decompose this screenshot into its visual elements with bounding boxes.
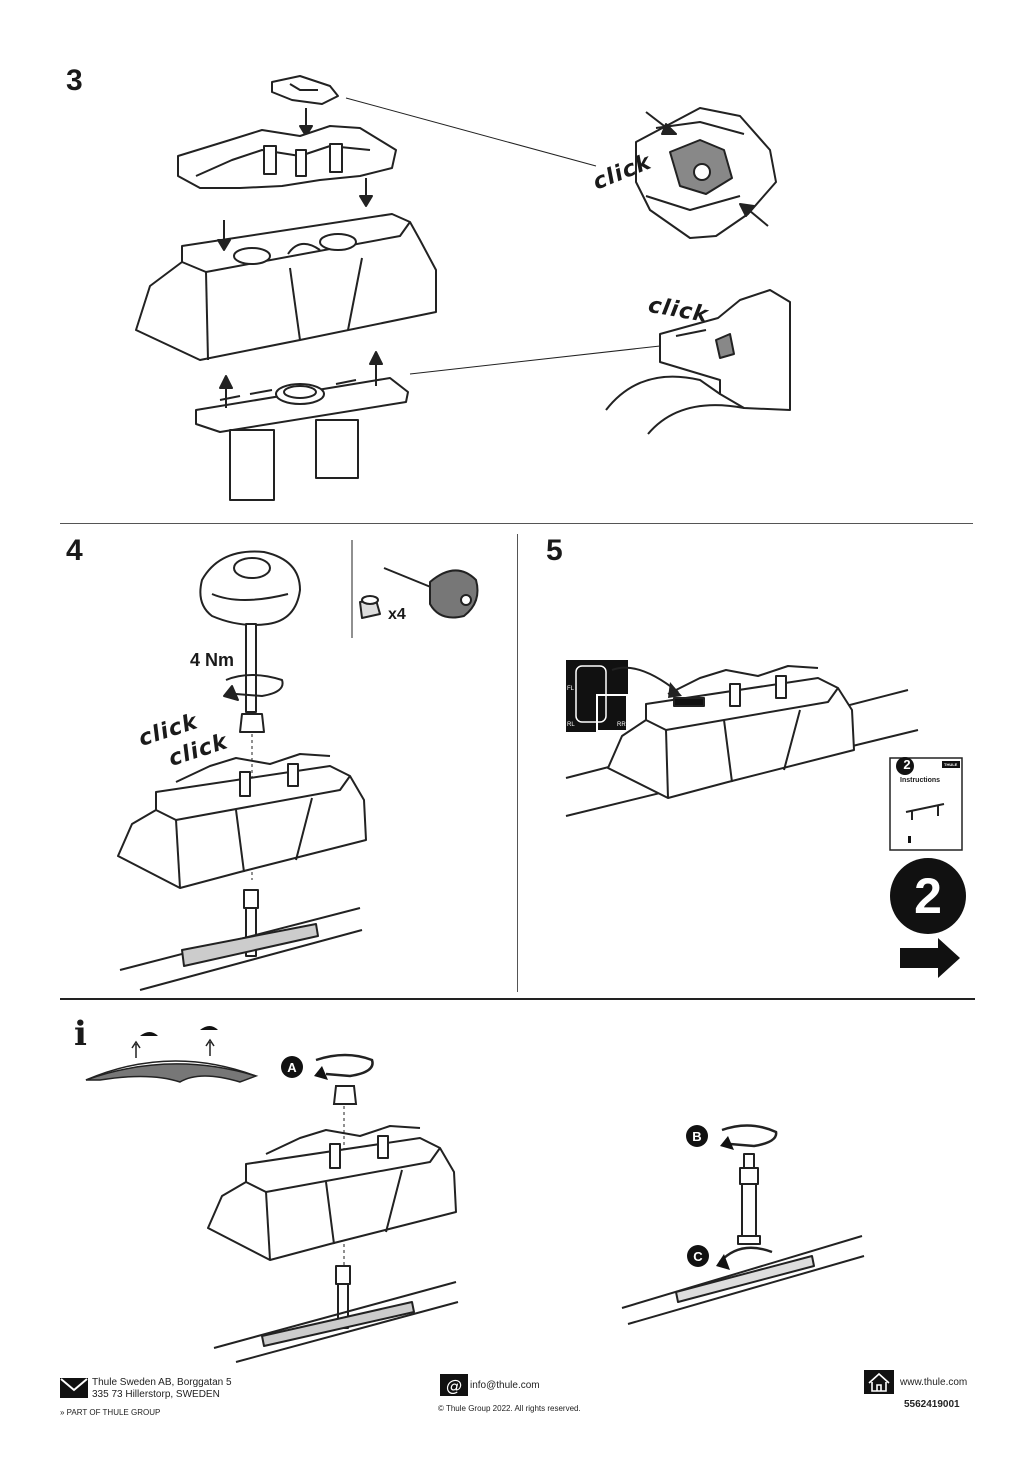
step-number-5: 5 — [546, 534, 563, 567]
step-number-4: 4 — [66, 534, 83, 567]
step4-illustration — [117, 540, 479, 991]
booklet-brand: THULE — [944, 762, 958, 767]
divider-bottom — [60, 998, 975, 1000]
copyright: © Thule Group 2022. All rights reserved. — [438, 1404, 581, 1413]
chevron-right-icon: » — [60, 1408, 67, 1417]
house-icon — [864, 1370, 894, 1394]
position-rr: RR — [617, 722, 626, 728]
info-illustration — [85, 1026, 865, 1363]
label-b: B — [692, 1129, 702, 1144]
label-a: A — [287, 1060, 297, 1075]
step3-illustration — [135, 75, 791, 501]
part-number: 5562419001 — [904, 1399, 960, 1410]
right-arrow-icon — [900, 938, 962, 978]
divider-vertical — [517, 534, 518, 992]
label-c: C — [693, 1249, 703, 1264]
booklet-title: Instructions — [900, 777, 941, 784]
next-booklet-number: 2 — [914, 868, 942, 924]
info-symbol: i — [74, 1014, 87, 1054]
position-fl: FL — [567, 686, 575, 692]
svg-text:@: @ — [446, 1376, 462, 1395]
step5-illustration — [565, 660, 966, 978]
group-line: » PART OF THULE GROUP — [60, 1408, 160, 1417]
torque-label: 4 Nm — [190, 650, 235, 670]
divider-top — [60, 523, 973, 524]
nut-quantity: x4 — [388, 606, 406, 623]
group-text: PART OF THULE GROUP — [66, 1408, 161, 1417]
step-number-3: 3 — [66, 64, 83, 97]
envelope-icon — [60, 1378, 88, 1398]
position-rl: RL — [567, 722, 575, 728]
address-line-2: 335 73 Hillerstorp, SWEDEN — [92, 1389, 220, 1400]
website-link[interactable]: www.thule.com — [900, 1377, 968, 1388]
email-link[interactable]: info@thule.com — [470, 1380, 540, 1391]
booklet-number: 2 — [903, 757, 911, 772]
address-line-1: Thule Sweden AB, Borggatan 5 — [92, 1377, 232, 1388]
at-sign-icon: @ — [440, 1374, 468, 1396]
